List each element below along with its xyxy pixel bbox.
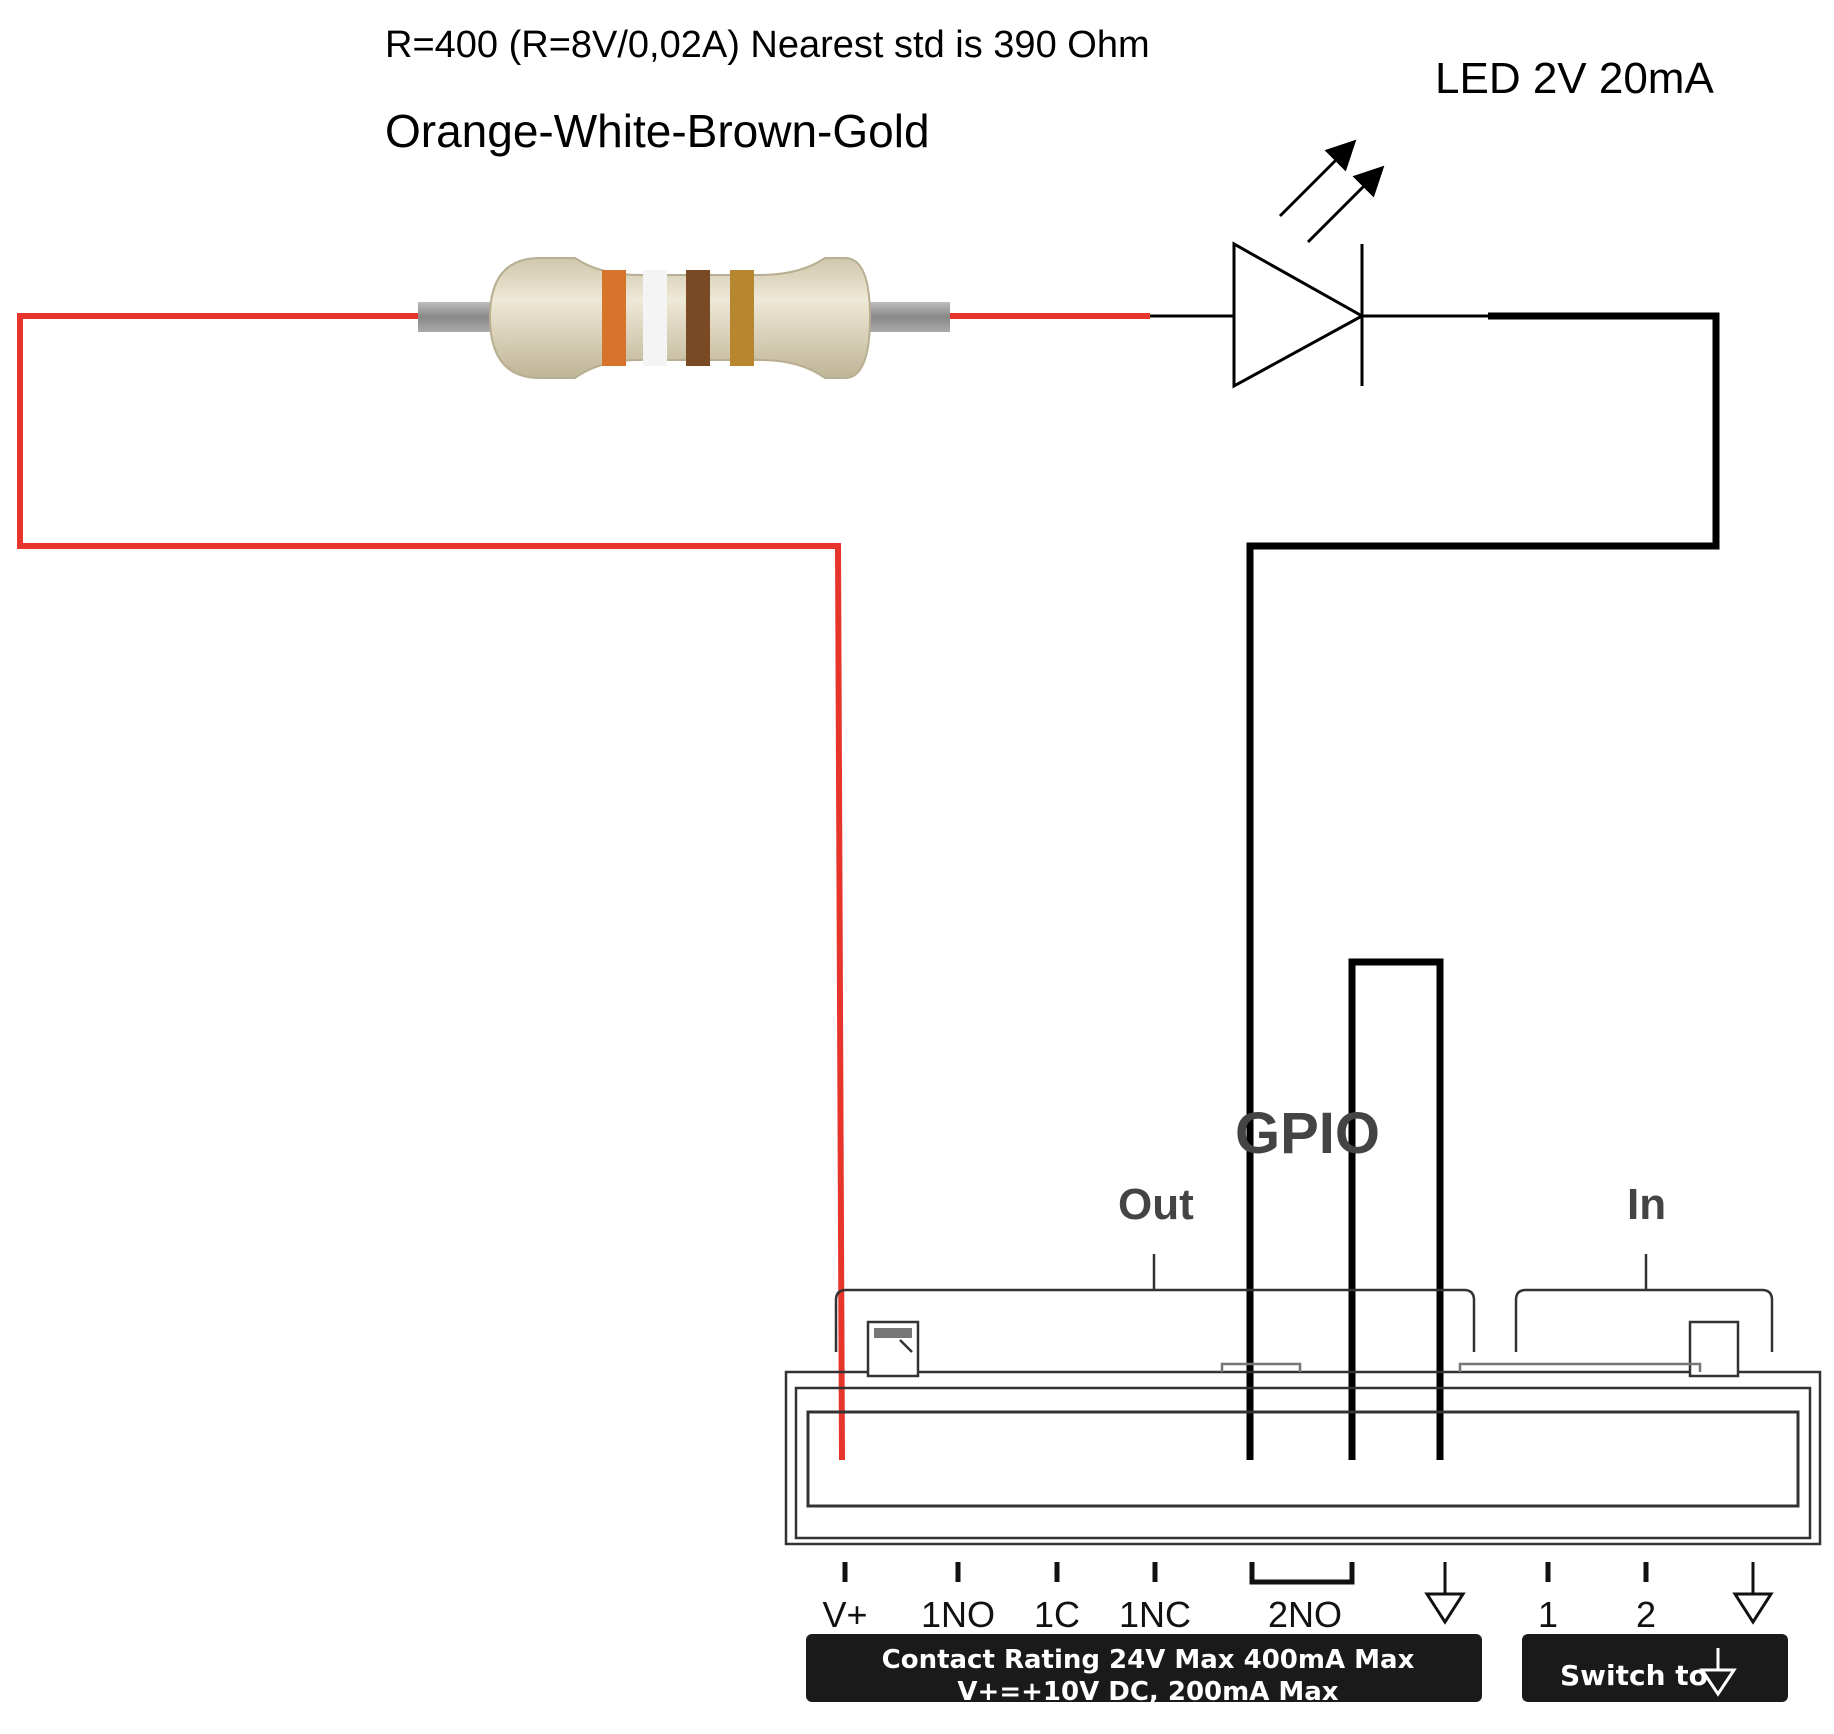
band-gold bbox=[730, 270, 754, 366]
led-spec-label: LED 2V 20mA bbox=[1435, 54, 1714, 103]
terminal-1c-label: 1C bbox=[1033, 1594, 1081, 1635]
in-group-label: In bbox=[1627, 1180, 1667, 1229]
out-group-label: Out bbox=[1118, 1180, 1194, 1229]
ground-icon bbox=[1699, 1648, 1737, 1697]
contact-rating-banner bbox=[806, 1634, 1482, 1702]
contact-rating-line-2: V+=+10V DC, 200mA Max bbox=[957, 1677, 1339, 1707]
black-wire-led-gpio bbox=[1246, 312, 1720, 1460]
contact-rating-line-1: Contact Rating 24V Max 400mA Max bbox=[881, 1645, 1415, 1675]
resistor-body bbox=[488, 257, 872, 379]
switch-to-label: Switch to bbox=[1560, 1659, 1708, 1692]
red-wire-vplus bbox=[17, 313, 845, 1461]
terminal-1no-label: 1NO bbox=[920, 1594, 996, 1635]
resistor-formula-label: R=400 (R=8V/0,02A) Nearest std is 390 Oh… bbox=[385, 24, 1150, 66]
black-wire-2no-ground-loop bbox=[1348, 958, 1444, 1460]
color-code-label: Orange-White-Brown-Gold bbox=[385, 105, 930, 157]
ground-icon bbox=[1424, 1562, 1466, 1625]
switch-to-banner bbox=[1522, 1634, 1788, 1702]
light-arrow-2 bbox=[1306, 165, 1385, 244]
terminal-in-2-label: 2 bbox=[1635, 1594, 1657, 1635]
terminal-in-1-label: 1 bbox=[1537, 1594, 1559, 1635]
band-brown bbox=[686, 270, 710, 366]
band-white bbox=[643, 270, 667, 366]
resistor-lead-right bbox=[858, 302, 950, 332]
2no-bracket bbox=[1249, 1562, 1355, 1585]
terminal-ticks bbox=[842, 1562, 1649, 1582]
led-symbol bbox=[1150, 139, 1488, 389]
resistor bbox=[418, 257, 950, 379]
ground-icon bbox=[1732, 1562, 1774, 1625]
terminal-vplus-label: V+ bbox=[822, 1594, 868, 1635]
terminal-1nc-label: 1NC bbox=[1118, 1594, 1192, 1635]
terminal-2no-label: 2NO bbox=[1267, 1594, 1343, 1635]
band-orange bbox=[602, 270, 626, 366]
light-arrow-1 bbox=[1278, 139, 1357, 218]
gpio-title: GPIO bbox=[1235, 1101, 1381, 1166]
gpio-connector bbox=[784, 1254, 1822, 1546]
